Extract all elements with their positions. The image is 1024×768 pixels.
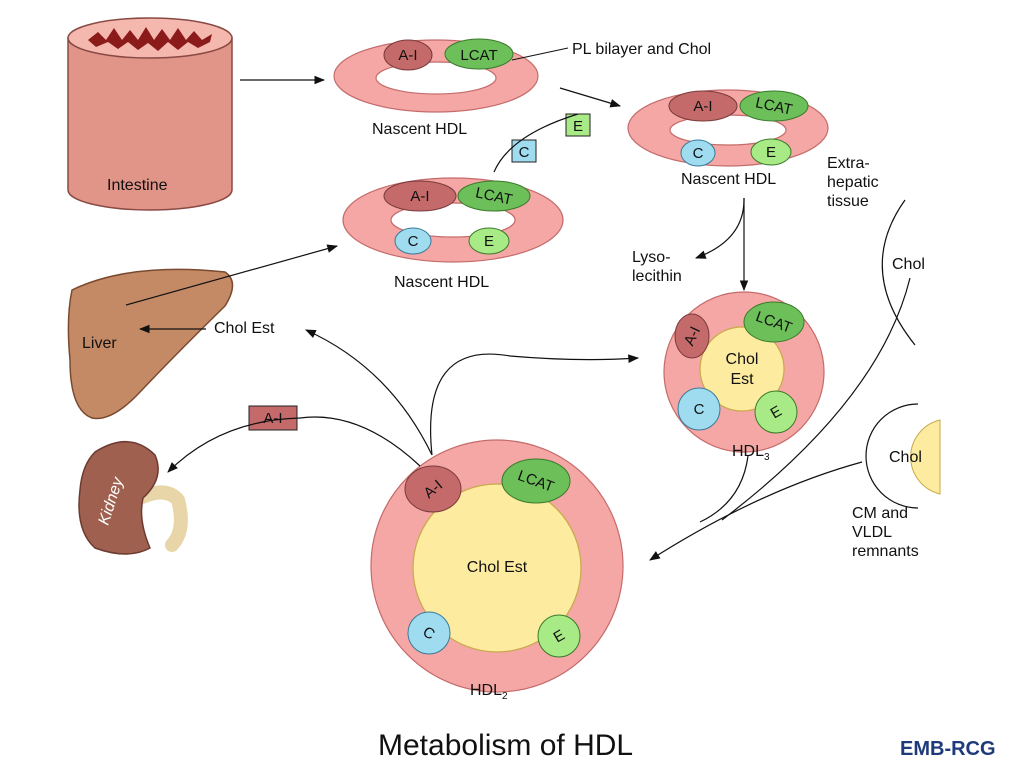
lecithin-label: lecithin [632,268,682,285]
tissue-chol-label: Chol [892,256,925,273]
apo-a1-badge: A-I [404,465,462,513]
hdl3-core-chol: Chol [726,351,759,368]
brand-mark: EMB-RCG [900,738,996,760]
arrow-remnant-to-hdl2 [649,461,863,561]
free-apo-c-box: C [511,139,537,163]
free-a1-label: A-I [263,410,282,427]
pathway-arrows [125,75,911,561]
hdl3-subscript: 3 [764,452,770,463]
arrow-hdl2-to-kidney [167,416,421,473]
cm-label-2: VLDL [852,524,892,541]
hdl2-core-label: Chol Est [467,559,528,576]
free-apo-c-label: C [519,144,530,161]
cm-label-3: remnants [852,543,919,560]
hdl3-core-est: Est [730,371,754,388]
apo-a1-badge: A-I [383,180,457,212]
lyso-label: Lyso- [632,249,671,266]
nascent-hdl-middle: A-I LCAT C E Nascent HDL [342,177,564,291]
extra-label-1: Extra- [827,155,870,172]
lcat-badge: LCAT [501,458,571,504]
apo-c-badge: C [394,227,432,255]
liver: Liver [67,268,234,420]
lcat-badge: LCAT [457,180,531,212]
cm-vldl-remnant: Chol CM and VLDL remnants [852,403,941,560]
arrow-hdl2-to-hdl3 [430,353,640,456]
apo-c-badge: C [680,139,716,167]
apo-c-label: C [408,233,419,250]
lcat-badge: LCAT [739,90,809,122]
arrow-liver-to-nascent [125,244,339,306]
pl-bilayer-label: PL bilayer and Chol [572,41,711,58]
lcat-label: LCAT [460,47,497,64]
apo-e-label: E [484,233,494,250]
pl-bilayer-pointer [511,47,569,61]
hdl2-subscript: 2 [502,691,508,702]
hdl3-to-hdl2-line [699,455,749,523]
free-apo-e-label: E [573,118,583,135]
page-title: Metabolism of HDL [378,729,633,762]
apo-a1-label: A-I [398,47,417,64]
hdl3-label: HDL3 [732,443,770,463]
liver-label: Liver [82,335,117,352]
liver-chol-est-label: Chol Est [214,320,275,337]
nascent-hdl-middle-label: Nascent HDL [394,274,489,291]
apo-a1-badge: A-I [383,39,433,71]
intestine-lumen [88,27,212,51]
nascent-hdl-top-label: Nascent HDL [372,121,467,138]
intestine-label: Intestine [107,177,168,194]
apo-c-label: C [693,145,704,162]
hdl3-particle: A-I LCAT C E Chol Est HDL3 [663,291,825,463]
apo-a1-label: A-I [681,324,705,349]
lcat-badge: LCAT [743,301,805,343]
hdl2-text: HDL [470,682,502,699]
apo-c-label: C [694,401,705,418]
arrow-nascent-to-right [559,87,622,108]
apo-c-badge: C [677,387,721,431]
hdl3-text: HDL [732,443,764,460]
extra-label-2: hepatic [827,174,879,191]
apo-e-badge: E [468,227,510,255]
remnant-chol-label: Chol [889,449,922,466]
apo-e-badge: E [750,138,792,166]
lcat-badge: LCAT [444,38,514,70]
nascent-hdl-top: A-I LCAT Nascent HDL [333,38,539,138]
apo-a1-label: A-I [693,98,712,115]
cm-label-1: CM and [852,505,908,522]
extra-label-3: tissue [827,193,869,210]
arc-c-e-transfer [493,113,579,173]
nascent-hdl-right: A-I LCAT C E Nascent HDL [627,89,829,188]
hdl2-particle: A-I LCAT C E Chol Est HDL2 [370,439,624,702]
extrahepatic-tissue: Extra- hepatic tissue Chol [827,155,925,346]
hdl2-label: HDL2 [470,682,508,702]
apo-a1-label: A-I [410,188,429,205]
apo-a1-badge: A-I [674,313,710,359]
cell-membrane-arc [881,199,916,346]
apo-e-badge: E [754,390,798,434]
kidney: Kidney [78,440,188,555]
nascent-hdl-right-label: Nascent HDL [681,171,776,188]
apo-a1-badge: A-I [668,90,738,122]
arrow-nascent-to-lyso [694,197,745,259]
tissue-chol-line [721,277,911,521]
apo-e-badge: E [537,614,581,658]
arrow-hdl2-to-cholest [305,329,433,456]
intestine: Intestine [67,17,233,211]
apo-c-badge: C [407,611,451,655]
apo-e-label: E [766,144,776,161]
